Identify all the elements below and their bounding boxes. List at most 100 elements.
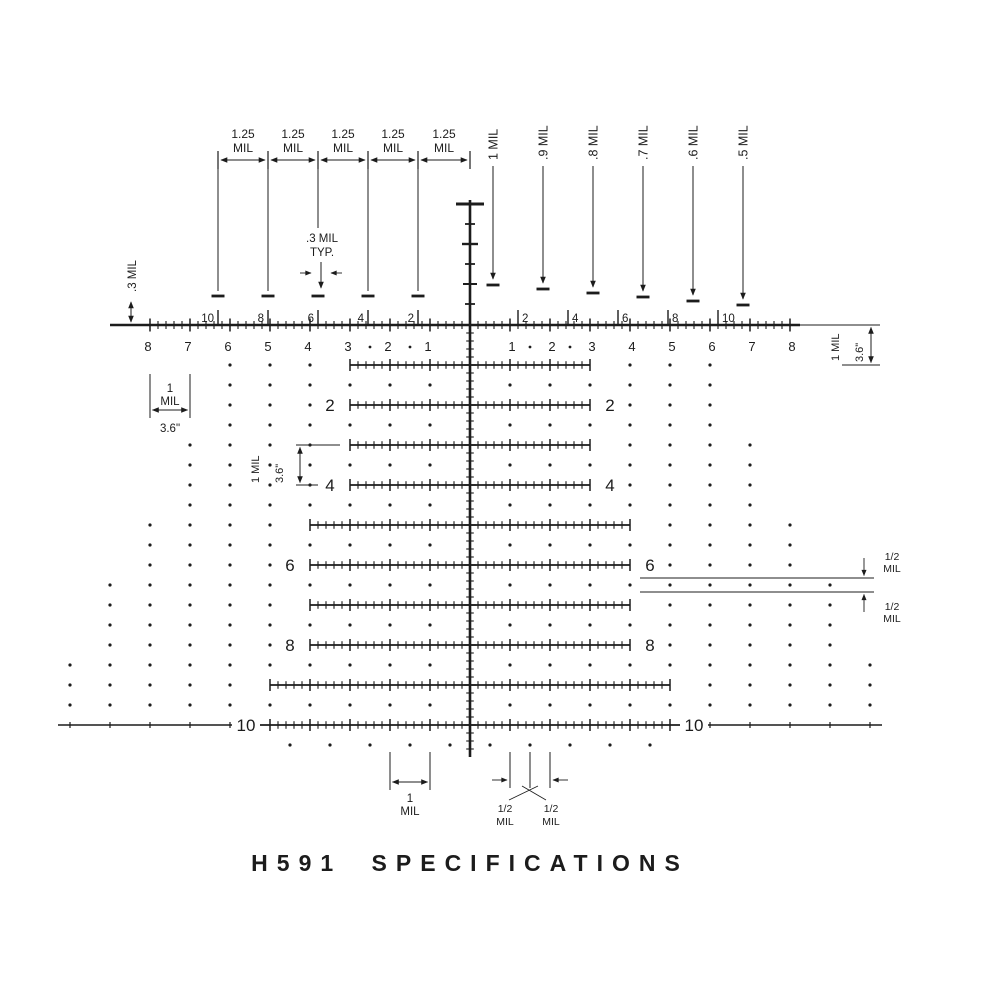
grid-dot	[148, 623, 152, 627]
grid-dot	[508, 463, 512, 467]
dim-125-label: MIL	[434, 141, 454, 155]
grid-dot	[308, 363, 312, 367]
left-point3-label: .3 MIL	[127, 259, 139, 292]
grid-dot	[788, 623, 792, 627]
grid-dot	[268, 603, 272, 607]
grid-dot	[148, 643, 152, 647]
dim-leader	[521, 785, 547, 801]
axis-number-above: 2	[522, 313, 528, 325]
grid-dot	[268, 623, 272, 627]
grid-dot	[428, 703, 432, 707]
axis-number-below: 4	[628, 339, 635, 354]
axis-number-above: 8	[672, 313, 678, 325]
grid-dot	[308, 503, 312, 507]
grid-dot	[668, 543, 672, 547]
grid-dot	[228, 483, 232, 487]
holdover-label: .6 MIL	[687, 125, 701, 160]
grid-dot	[748, 703, 752, 707]
bottom-half-mil-label: MIL	[542, 816, 560, 828]
grid-dot	[388, 423, 392, 427]
grid-dot	[228, 643, 232, 647]
grid-dot	[268, 423, 272, 427]
grid-dot	[508, 383, 512, 387]
right-half-mil-label: MIL	[883, 563, 901, 575]
grid-dot	[228, 603, 232, 607]
dim-125-label: 1.25	[331, 127, 355, 141]
grid-dot	[748, 603, 752, 607]
dim-125-label: 1.25	[381, 127, 405, 141]
grid-dot	[268, 523, 272, 527]
grid-dot	[308, 543, 312, 547]
grid-dot	[668, 423, 672, 427]
grid-dot	[568, 743, 572, 747]
grid-dot	[488, 743, 492, 747]
left-dot-dim-inches: 3.6"	[160, 423, 180, 435]
grid-dot	[348, 463, 352, 467]
dim-125-label: MIL	[383, 141, 403, 155]
row-label-right: 10	[685, 716, 704, 735]
grid-dot	[188, 543, 192, 547]
grid-dot	[188, 443, 192, 447]
axis-half-mil-dot	[528, 345, 532, 349]
grid-dot	[628, 403, 632, 407]
grid-dot	[228, 623, 232, 627]
grid-dot	[188, 563, 192, 567]
grid-dot	[308, 443, 312, 447]
grid-dot	[308, 483, 312, 487]
grid-dot	[388, 623, 392, 627]
right-half-mil-label: 1/2	[885, 601, 900, 613]
grid-dot	[148, 683, 152, 687]
left-row-mil-label: 1 MIL	[250, 455, 262, 483]
grid-dot	[68, 663, 72, 667]
grid-dot	[228, 563, 232, 567]
holdover-label: .9 MIL	[537, 125, 551, 160]
grid-dot	[668, 463, 672, 467]
grid-dot	[708, 503, 712, 507]
row-label-left: 4	[325, 476, 334, 495]
grid-dot	[348, 623, 352, 627]
grid-dot	[228, 423, 232, 427]
grid-dot	[188, 703, 192, 707]
grid-dot	[748, 683, 752, 687]
grid-dot	[428, 503, 432, 507]
grid-dot	[588, 543, 592, 547]
right-axis-inches-label: 3.6"	[854, 343, 866, 362]
grid-dot	[788, 703, 792, 707]
grid-dot	[228, 523, 232, 527]
grid-dot	[588, 383, 592, 387]
grid-dot	[708, 363, 712, 367]
grid-dot	[388, 583, 392, 587]
right-axis-mil-label: 1 MIL	[830, 333, 842, 361]
grid-dot	[388, 663, 392, 667]
grid-dot	[588, 623, 592, 627]
bottom-half-mil-label: 1/2	[544, 803, 559, 815]
grid-dot	[108, 603, 112, 607]
grid-dot	[708, 483, 712, 487]
grid-dot	[788, 523, 792, 527]
grid-dot	[668, 623, 672, 627]
grid-dot	[148, 663, 152, 667]
grid-dot	[228, 663, 232, 667]
grid-dot	[708, 643, 712, 647]
grid-dot	[708, 623, 712, 627]
dim-125-label: 1.25	[281, 127, 305, 141]
grid-dot	[668, 663, 672, 667]
dim-125-label: MIL	[333, 141, 353, 155]
typ-note-label: TYP.	[310, 247, 334, 259]
grid-dot	[628, 483, 632, 487]
grid-dot	[748, 543, 752, 547]
axis-number-below: 6	[224, 339, 231, 354]
axis-number-below: 6	[708, 339, 715, 354]
grid-dot	[708, 383, 712, 387]
dim-leader	[508, 785, 539, 801]
grid-dot	[268, 503, 272, 507]
grid-dot	[308, 623, 312, 627]
grid-dot	[268, 643, 272, 647]
grid-dot	[428, 423, 432, 427]
grid-dot	[708, 583, 712, 587]
axis-number-below: 8	[788, 339, 795, 354]
grid-dot	[628, 503, 632, 507]
grid-dot	[148, 523, 152, 527]
grid-dot	[188, 683, 192, 687]
holdover-label: .8 MIL	[587, 125, 601, 160]
